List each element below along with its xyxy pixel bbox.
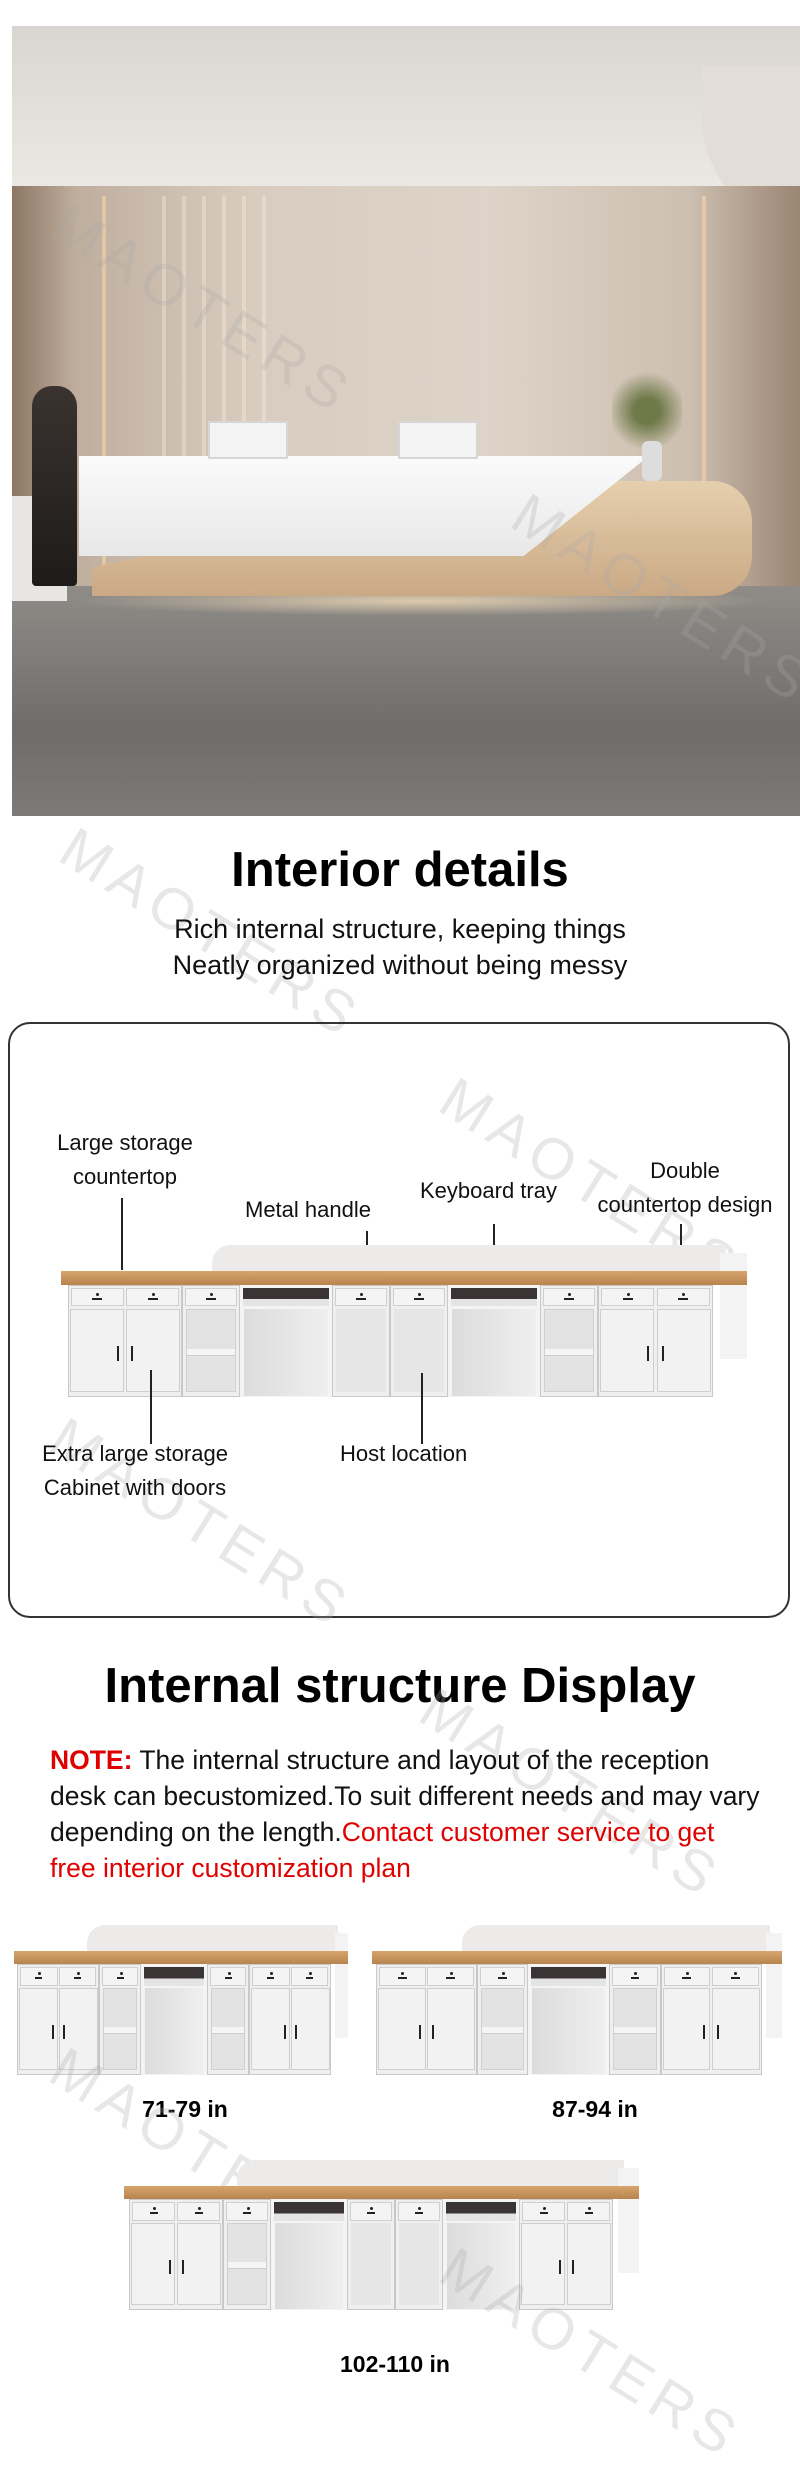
shelf-cabinet	[207, 1964, 250, 2075]
interior-diagram-frame	[8, 1022, 790, 1618]
note-text: The internal structure and layout of the…	[50, 1745, 760, 1847]
section-title-interior-details: Interior details	[231, 843, 569, 897]
label-extra-large-storage-cabinet: Extra large storage Cabinet with doors	[40, 1437, 230, 1505]
label-line: Large storage	[57, 1130, 193, 1155]
door-cabinet	[129, 2199, 224, 2310]
wood-countertop	[14, 1950, 348, 1964]
wood-countertop	[61, 1270, 747, 1285]
size-label: 87-94 in	[552, 2096, 638, 2122]
desk-layout-71-79	[14, 1925, 348, 2075]
reception-desk-diagram	[61, 1245, 747, 1397]
door-cabinet	[519, 2199, 614, 2310]
label-line: Cabinet with doors	[43, 1475, 227, 1500]
shelf-cabinet	[476, 1964, 529, 2075]
size-label: 102-110 in	[340, 2351, 450, 2377]
host-cabinet	[332, 1284, 391, 1397]
subtitle-line: Rich internal structure, keeping things	[174, 914, 626, 944]
customization-note: NOTE: The internal structure and layout …	[50, 1742, 760, 1886]
pointer-line	[421, 1373, 423, 1444]
desk-layout-102-110	[124, 2160, 639, 2310]
wood-countertop	[124, 2185, 639, 2199]
shelf-cabinet	[609, 1964, 661, 2075]
desk-layout-87-94	[372, 1925, 782, 2075]
keyboard-tray	[240, 1284, 333, 1397]
hero-photo-reception-desk: MAOTERS MAOTERS	[12, 26, 800, 816]
label-large-storage-countertop: Large storage countertop	[40, 1126, 210, 1194]
note-label: NOTE:	[50, 1745, 133, 1775]
shelf-cabinet	[182, 1284, 241, 1397]
host-cabinet	[395, 2199, 444, 2310]
pointer-line	[150, 1370, 152, 1444]
section-title-internal-structure: Internal structure Display	[104, 1659, 696, 1713]
keyboard-tray	[448, 1284, 541, 1397]
shelf-cabinet	[99, 1964, 142, 2075]
door-cabinet	[598, 1284, 713, 1397]
shelf-cabinet	[540, 1284, 599, 1397]
pointer-line	[121, 1198, 123, 1270]
label-line: countertop design	[597, 1192, 773, 1217]
label-line: countertop	[73, 1164, 177, 1189]
keyboard-tray	[443, 2199, 520, 2310]
keyboard-tray	[141, 1964, 208, 2075]
shelf-cabinet	[223, 2199, 272, 2310]
label-keyboard-tray: Keyboard tray	[420, 1178, 557, 1203]
label-host-location: Host location	[340, 1441, 468, 1466]
door-cabinet	[376, 1964, 477, 2075]
label-metal-handle: Metal handle	[245, 1197, 371, 1222]
host-cabinet	[347, 2199, 396, 2310]
label-double-countertop-design: Double countertop design	[585, 1154, 785, 1222]
host-cabinet	[390, 1284, 449, 1397]
contact-customer-service-text: Contact customer service to get free int…	[50, 1817, 715, 1883]
wood-countertop	[372, 1950, 782, 1964]
keyboard-tray	[271, 2199, 348, 2310]
keyboard-tray	[528, 1964, 610, 2075]
label-line: Double	[650, 1158, 720, 1183]
subtitle-line: Neatly organized without being messy	[172, 950, 628, 980]
door-cabinet	[67, 1284, 183, 1397]
size-label: 71-79 in	[142, 2096, 228, 2122]
door-cabinet	[17, 1964, 100, 2075]
label-line: Extra large storage	[42, 1441, 228, 1466]
door-cabinet	[249, 1964, 332, 2075]
door-cabinet	[660, 1964, 762, 2075]
